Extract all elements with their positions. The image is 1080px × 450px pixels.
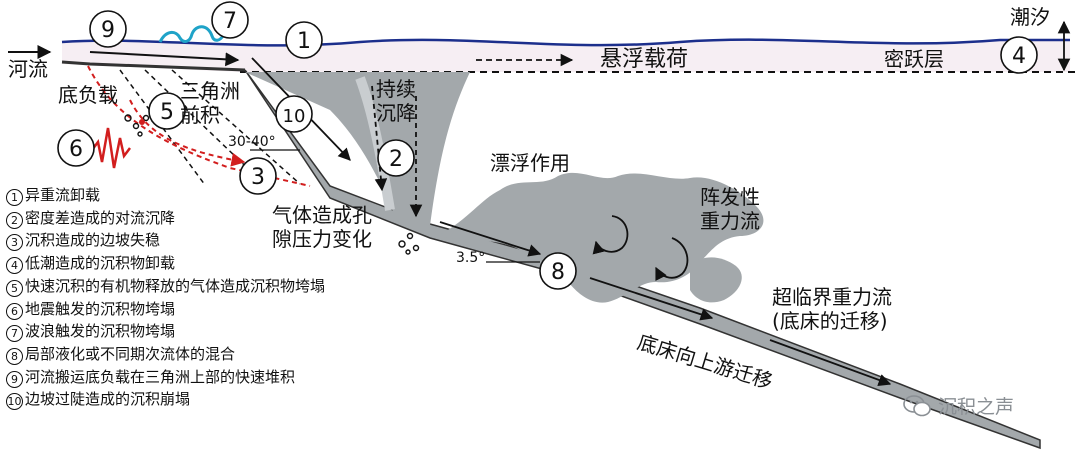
marker-3: 3 bbox=[239, 157, 277, 195]
suspended-load-label: 悬浮载荷 bbox=[600, 47, 688, 72]
floating-label: 漂浮作用 bbox=[490, 151, 570, 175]
legend-text: 河流搬运底负载在三角洲上部的快速堆积 bbox=[25, 367, 296, 386]
legend-text: 地震触发的沉积物垮塌 bbox=[25, 299, 176, 318]
red-bedload-path-2 bbox=[129, 99, 246, 167]
circulation-arrow bbox=[592, 215, 629, 255]
settling-arrow bbox=[371, 85, 388, 192]
slope-arrow bbox=[439, 221, 542, 257]
marker-5: 5 bbox=[148, 92, 186, 130]
slope-arrow-2 bbox=[589, 277, 714, 321]
svg-text:7: 7 bbox=[223, 9, 237, 34]
svg-text:8: 8 bbox=[551, 260, 565, 285]
svg-text:5: 5 bbox=[160, 100, 174, 125]
red-bedload-path bbox=[87, 65, 311, 187]
episodic-gravity-flow-label: 阵发性重力流 bbox=[700, 185, 760, 233]
svg-text:3: 3 bbox=[251, 165, 265, 190]
dashed-line bbox=[119, 69, 206, 186]
legend-text: 快速沉积的有机物释放的气体造成沉积物垮塌 bbox=[25, 276, 326, 295]
svg-text:1: 1 bbox=[297, 29, 311, 54]
flow-arrow bbox=[89, 51, 240, 67]
legend-number: 8 bbox=[6, 347, 23, 365]
marker-7: 7 bbox=[211, 1, 249, 39]
legend-text: 边坡过陡造成的沉积崩塌 bbox=[25, 390, 191, 409]
svg-text:4: 4 bbox=[1012, 44, 1026, 69]
legend-text: 密度差造成的对流沉降 bbox=[25, 208, 176, 227]
legend-number: 2 bbox=[6, 211, 23, 229]
legend-text: 低潮造成的沉积物卸载 bbox=[25, 254, 176, 273]
svg-text:2: 2 bbox=[389, 147, 403, 172]
delta-front-deposit-label: 三角洲前积 bbox=[180, 79, 240, 127]
watermark-text: 沉积之声 bbox=[938, 396, 1015, 418]
upstream-arrow bbox=[769, 339, 892, 387]
sustained-settling-label: 持续沉降 bbox=[376, 77, 416, 125]
gas-bubbles-icon bbox=[124, 114, 420, 255]
dashed-line bbox=[171, 69, 301, 185]
legend-number: 7 bbox=[6, 325, 23, 343]
angle-steep-label: 30-40° bbox=[228, 134, 276, 150]
wechat-icon bbox=[903, 394, 931, 416]
legend-text: 波浪触发的沉积物垮塌 bbox=[25, 322, 176, 341]
legend-text: 沉积造成的边坡失稳 bbox=[25, 231, 161, 250]
pycnocline-label: 密跃层 bbox=[884, 47, 944, 71]
legend-number: 10 bbox=[6, 393, 23, 411]
legend-text: 异重流卸载 bbox=[25, 186, 101, 204]
legend-number: 9 bbox=[6, 370, 23, 388]
legend-number: 6 bbox=[6, 302, 23, 320]
legend-number: 1 bbox=[6, 189, 23, 206]
svg-text:6: 6 bbox=[69, 137, 83, 162]
marker-4: 4 bbox=[1000, 36, 1038, 74]
floating-cloud-2 bbox=[690, 257, 742, 303]
supercritical-flow-label: 超临界重力流(底床的迁移) bbox=[772, 285, 892, 333]
marker-2: 2 bbox=[377, 139, 415, 177]
bedload-label: 底负载 bbox=[58, 83, 118, 107]
marker-10: 10 bbox=[275, 95, 313, 133]
river-label: 河流 bbox=[8, 57, 48, 81]
marker-9: 9 bbox=[89, 10, 127, 48]
earthquake-icon bbox=[91, 127, 131, 169]
wave-icon bbox=[158, 25, 226, 43]
marker-6: 6 bbox=[57, 129, 95, 167]
legend-number: 5 bbox=[6, 279, 23, 297]
delta-top bbox=[61, 60, 246, 72]
marker-1: 1 bbox=[285, 21, 323, 59]
marker-8: 8 bbox=[539, 252, 577, 290]
floating-cloud bbox=[438, 172, 764, 303]
legend-text: 局部液化或不同期次流体的混合 bbox=[25, 344, 236, 363]
gas-pore-pressure-label: 气体造成孔隙压力变化 bbox=[272, 203, 372, 251]
tide-label: 潮汐 bbox=[1010, 5, 1050, 29]
legend-number: 3 bbox=[6, 234, 23, 252]
water-surface bbox=[61, 38, 1070, 47]
legend-number: 4 bbox=[6, 257, 23, 275]
svg-text:9: 9 bbox=[101, 18, 115, 43]
bubble-fill bbox=[139, 119, 145, 125]
watermark: 沉积之声 bbox=[902, 392, 1014, 419]
circulation-arrow bbox=[655, 237, 689, 281]
svg-text:10: 10 bbox=[283, 106, 306, 127]
settling-plume bbox=[245, 72, 470, 226]
angle-gentle-label: 3.5° bbox=[456, 250, 485, 266]
